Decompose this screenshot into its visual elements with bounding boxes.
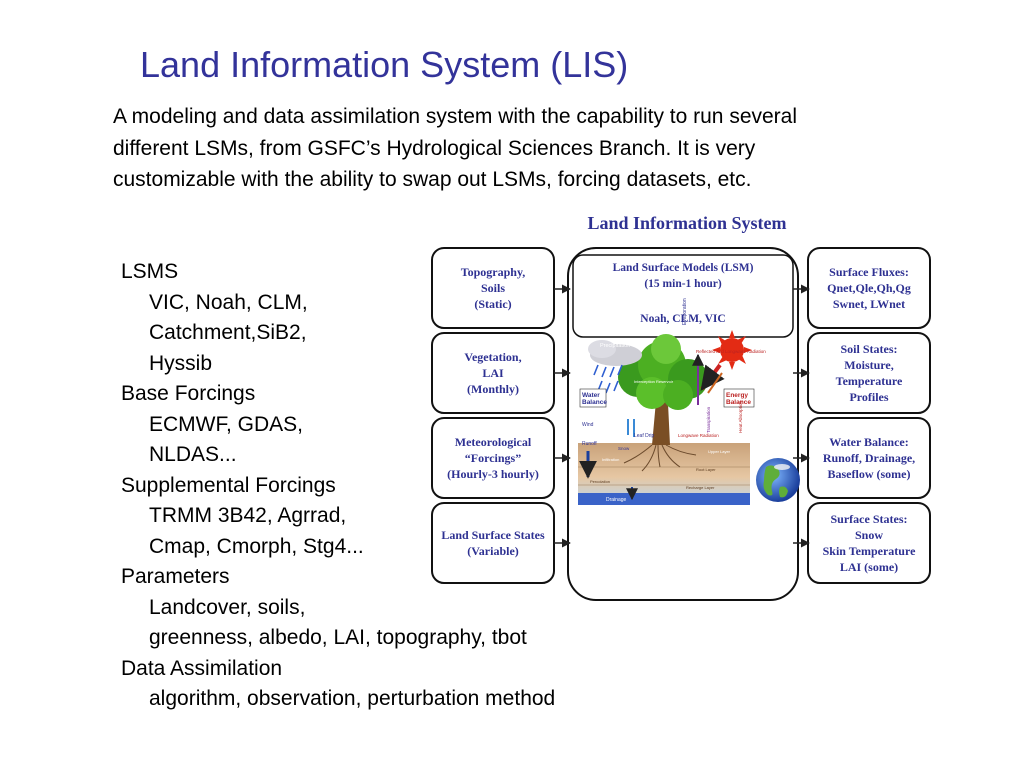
- drainage-band: [578, 493, 750, 505]
- outline-heading: Data Assimilation: [121, 656, 283, 680]
- bullet-outline: LSMS VIC, Noah, CLM, Catchment,SiB2, Hyssib…: [121, 257, 555, 715]
- inputs-box-line: Topography,: [461, 265, 526, 279]
- label-upper-layer: Upper Layer: [708, 449, 731, 454]
- label-transpiration: Transpiration: [706, 406, 711, 433]
- inputs-box-line: (Variable): [467, 544, 519, 558]
- lsm-models: Noah, CLM, VIC: [640, 313, 725, 325]
- outline-item: Catchment,SiB2,: [149, 321, 307, 344]
- label-interception: Interception Reservoir: [634, 379, 674, 384]
- label-recharge-layer: Recharge Layer: [686, 485, 715, 490]
- label-infiltration: Infiltration: [602, 457, 619, 462]
- outline-item: algorithm, observation, perturbation met…: [149, 687, 556, 710]
- label-percolation: Percolation: [590, 479, 610, 484]
- input-box-topography: [431, 247, 555, 329]
- outputs-box-line: LAI (some): [840, 560, 898, 574]
- label-energy-balance: Energy: [726, 392, 748, 399]
- slide-title: Land Information System (LIS): [140, 44, 629, 85]
- outputs-box-line: Snow: [855, 528, 883, 542]
- outputs-box-line: Surface Fluxes:: [829, 265, 909, 279]
- label-water-balance: Balance: [582, 399, 607, 406]
- outputs-box-line: Qnet,Qle,Qh,Qg: [827, 281, 911, 295]
- outline-item: VIC, Noah, CLM,: [149, 290, 308, 314]
- label-evaporation: Evaporation: [682, 298, 688, 325]
- lsm-box-line: (15 min-1 hour): [644, 278, 721, 290]
- outputs-box-line: Moisture,: [844, 358, 893, 372]
- inputs-box-line: Land Surface States: [441, 528, 545, 542]
- outline-item: ECMWF, GDAS,: [149, 412, 304, 436]
- inputs-box-line: (Static): [474, 297, 511, 311]
- intro-paragraph: A modeling and data assimilation system …: [113, 101, 993, 196]
- outputs-box-line: Water Balance:: [829, 435, 908, 449]
- outputs-box-line: Skin Temperature: [823, 544, 916, 558]
- label-runoff: Runoff: [582, 441, 597, 447]
- diagram-title: Land Information System: [587, 213, 786, 233]
- outputs-box-line: Surface States:: [831, 512, 908, 526]
- label-longwave: Longwave Radiation: [678, 433, 719, 438]
- label-heat: Heat Absorption: [738, 400, 743, 433]
- inputs-box-line: Vegetation,: [464, 350, 521, 364]
- outline-heading: Supplemental Forcings: [121, 473, 336, 497]
- outline-item: NLDAS...: [149, 443, 237, 466]
- outputs-box-line: Baseflow (some): [828, 467, 911, 481]
- outputs-box-line: Runoff, Drainage,: [823, 451, 915, 465]
- label-drainage: Drainage: [606, 497, 627, 503]
- label-wind: Wind: [582, 422, 594, 428]
- inputs-box-line: “Forcings”: [465, 451, 521, 465]
- globe-icon: [756, 458, 800, 502]
- outputs-box-line: Temperature: [836, 374, 903, 388]
- outputs-box-line: Profiles: [849, 390, 888, 404]
- input-box-land-surface-states: [431, 502, 555, 584]
- outline-item: Landcover, soils,: [149, 595, 306, 619]
- inputs-box-line: (Monthly): [467, 382, 519, 396]
- sun-icon: [712, 330, 752, 370]
- outline-heading: LSMS: [121, 260, 179, 283]
- label-precipitation: Precipitation: [600, 343, 630, 349]
- label-reflected: Reflected and Longwave Radiation: [696, 349, 766, 354]
- label-leaf-drip: Leaf Drip: [634, 433, 655, 439]
- outline-item: Cmap, Cmorph, Stg4...: [149, 534, 364, 558]
- inputs-box-line: LAI: [482, 366, 504, 380]
- outputs-box-line: Soil States:: [841, 342, 898, 356]
- intro-line: different LSMs, from GSFC’s Hydrological…: [113, 136, 756, 160]
- label-root-layer: Root Layer: [696, 467, 716, 472]
- outline-heading: Parameters: [121, 565, 230, 588]
- label-snow: Snow: [618, 446, 630, 451]
- outputs-box-line: Swnet, LWnet: [833, 297, 905, 311]
- intro-line: A modeling and data assimilation system …: [113, 105, 798, 128]
- lsm-box-line: Land Surface Models (LSM): [613, 262, 754, 274]
- intro-line: customizable with the ability to swap ou…: [113, 168, 752, 191]
- label-water-balance: Water: [582, 392, 600, 399]
- outline-item: TRMM 3B42, Agrrad,: [149, 504, 347, 527]
- tree-canopy: [618, 334, 708, 410]
- lsm-box: [572, 254, 794, 338]
- inputs-box-line: Soils: [481, 281, 505, 295]
- land-surface-illustration: Precipitation Evaporation Reflected and …: [578, 298, 800, 505]
- outline-item: Hyssib: [149, 351, 213, 375]
- inputs-box-line: Meteorological: [455, 435, 532, 449]
- outline-item: greenness, albedo, LAI, topography, tbot: [149, 626, 527, 649]
- inputs-box-line: (Hourly-3 hourly): [447, 467, 539, 481]
- outline-heading: Base Forcings: [121, 382, 256, 405]
- lis-diagram: Land Information System Land Surface Mod…: [431, 213, 931, 601]
- label-energy-balance: Balance: [726, 399, 751, 406]
